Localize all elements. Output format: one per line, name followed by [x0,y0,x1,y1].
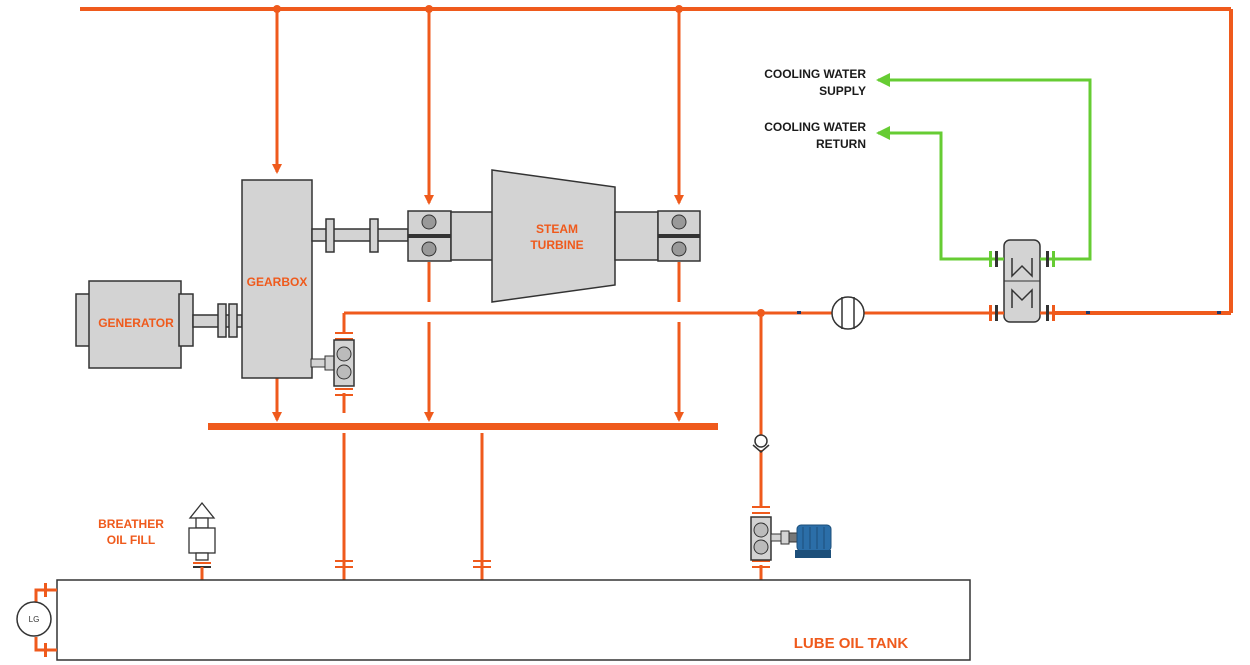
lube-oil-tank [56,579,971,661]
oil-line-junction [757,309,765,317]
cooler-water-nozzles [989,251,1055,267]
turbine-bearing-1 [407,210,452,262]
steam-turbine: STEAM TURBINE [491,169,616,303]
gearbox: GEARBOX [241,179,313,379]
cooling-water-return-label-2: RETURN [816,137,866,151]
level-gauge-label: LG [29,615,40,624]
oil-cooler [1003,239,1041,323]
flanges-small [335,332,770,568]
oil-drain-header [208,423,718,430]
generator-label: GENERATOR [98,316,174,330]
oil-supply-header [80,7,1233,315]
breather-label-1: BREATHER [98,517,164,531]
breather-label-2: OIL FILL [107,533,155,547]
turbine-bearing-2 [657,210,701,262]
turbine-neck-right [614,211,659,261]
shaft-driven-oil-pump [310,339,355,387]
level-gauge: LG [16,583,57,657]
cooling-water-return-label-1: COOLING WATER [764,120,866,134]
gearbox-label: GEARBOX [247,275,308,289]
flow-element [831,296,865,330]
cooling-water-supply-label-1: COOLING WATER [764,67,866,81]
generator-coupling [192,303,243,338]
cooling-water-supply-label-2: SUPPLY [819,84,866,98]
check-valve [752,434,770,453]
cooling-water-lines [876,73,1092,261]
lube-oil-tank-label: LUBE OIL TANK [794,635,909,652]
motor-driven-oil-pump [750,516,790,561]
cooler-oil-nozzles [989,305,1055,321]
steam-turbine-label-2: TURBINE [530,238,583,252]
generator: GENERATOR [75,280,194,369]
oil-supply-branches [272,9,684,205]
turbine-shaft-coupling [311,218,409,253]
oil-return-drains [272,262,684,422]
main-oil-supply-line [342,311,990,624]
electric-motor [788,524,832,558]
steam-turbine-label-1: STEAM [536,222,578,236]
pipe-marks [797,311,1221,314]
turbine-neck-left [450,211,494,261]
drain-line-flanges [335,560,491,568]
